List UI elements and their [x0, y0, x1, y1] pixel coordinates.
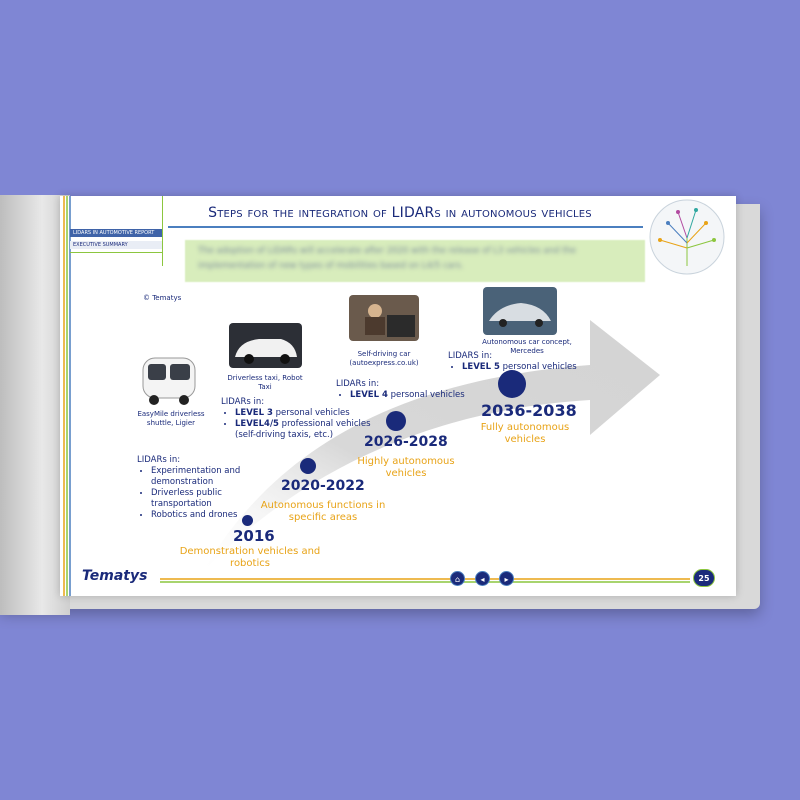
phase-2026-2028: Highly autonomous vehicles — [357, 456, 455, 479]
intro-highlight-band — [185, 240, 645, 282]
stage-4-lidar-block: LIDARS in: LEVEL 5 personal vehicles — [448, 351, 598, 373]
next-icon: ▸ — [504, 575, 509, 584]
home-button[interactable]: ⌂ — [450, 571, 465, 586]
stage-2-item: LEVEL 3 personal vehicles — [235, 408, 371, 419]
sidebar-divider — [70, 252, 162, 253]
stage-4-caption: Autonomous car concept, Mercedes — [482, 338, 572, 355]
sidebar-report-label: LIDARS IN AUTOMOTIVE REPORT — [70, 229, 162, 237]
previous-icon: ◂ — [480, 575, 485, 584]
shuttle-photo — [142, 357, 196, 405]
year-2026-2028: 2026-2028 — [364, 434, 448, 450]
next-page-button[interactable]: ▸ — [499, 571, 514, 586]
home-icon: ⌂ — [454, 575, 461, 584]
page-title: Steps for the integration of LIDARs in a… — [208, 205, 592, 221]
year-2016: 2016 — [233, 527, 275, 545]
stage-1-item: Robotics and drones — [151, 510, 277, 521]
stage-2-lead: LIDARs in: — [221, 397, 265, 407]
stage-4-item: LEVEL 5 personal vehicles — [462, 362, 598, 373]
timeline-dot-2016 — [242, 515, 253, 526]
intro-text: The adoption of LiDARs will accelerate a… — [198, 246, 577, 271]
phase-2036-2038: Fully autonomous vehicles — [480, 422, 570, 445]
phase-2016: Demonstration vehicles and robotics — [179, 546, 321, 569]
stage-1-caption: EasyMile driverless shuttle, Ligier — [137, 410, 205, 427]
stage-1-item: Driverless public transportation — [151, 488, 277, 510]
year-2036-2038: 2036-2038 — [481, 401, 577, 420]
brand-logo: Tematys — [82, 568, 148, 584]
previous-page-button[interactable]: ◂ — [475, 571, 490, 586]
stage-3-lidar-block: LIDARs in: LEVEL 4 personal vehicles — [336, 379, 486, 401]
stage-4-lead: LIDARS in: — [448, 351, 493, 361]
title-underline — [168, 226, 643, 228]
stage-2-caption: Driverless taxi, Robot Taxi — [227, 374, 303, 391]
stage-1-lead: LIDARs in: — [137, 455, 181, 465]
network-tree-logo — [649, 199, 725, 275]
year-2020-2022: 2020-2022 — [281, 478, 365, 494]
stage-3-item: LEVEL 4 personal vehicles — [350, 390, 486, 401]
stage-1-item: Experimentation and demonstration — [151, 466, 277, 488]
mercedes-concept-photo — [483, 287, 557, 335]
stage-3-caption: Self-driving car (autoexpress.co.uk) — [349, 350, 419, 367]
stage-2-item: LEVEL4/5 professional vehicles (self-dri… — [235, 419, 371, 441]
footer-lines — [160, 578, 690, 583]
phase-2020-2022: Autonomous functions in specific areas — [260, 500, 386, 523]
timeline-dot-2026 — [386, 411, 406, 431]
page-number-badge: 25 — [693, 569, 715, 587]
left-page-edge — [0, 195, 70, 615]
sidebar-section-label: EXECUTIVE SUMMARY — [70, 241, 162, 249]
robot-taxi-photo — [229, 323, 302, 368]
stage-2-lidar-block: LIDARs in: LEVEL 3 personal vehicles LEV… — [221, 397, 371, 441]
copyright-label: © Tematys — [143, 294, 182, 302]
sidebar-vertical-line — [162, 196, 163, 266]
stage-3-lead: LIDARs in: — [336, 379, 380, 389]
stage-1-lidar-block: LIDARs in: Experimentation and demonstra… — [137, 455, 277, 521]
spine-lines — [63, 196, 71, 596]
self-driving-car-photo — [349, 295, 419, 341]
timeline-dot-2020 — [300, 458, 316, 474]
timeline-dot-2036 — [498, 370, 526, 398]
timeline-arrow — [202, 320, 660, 573]
